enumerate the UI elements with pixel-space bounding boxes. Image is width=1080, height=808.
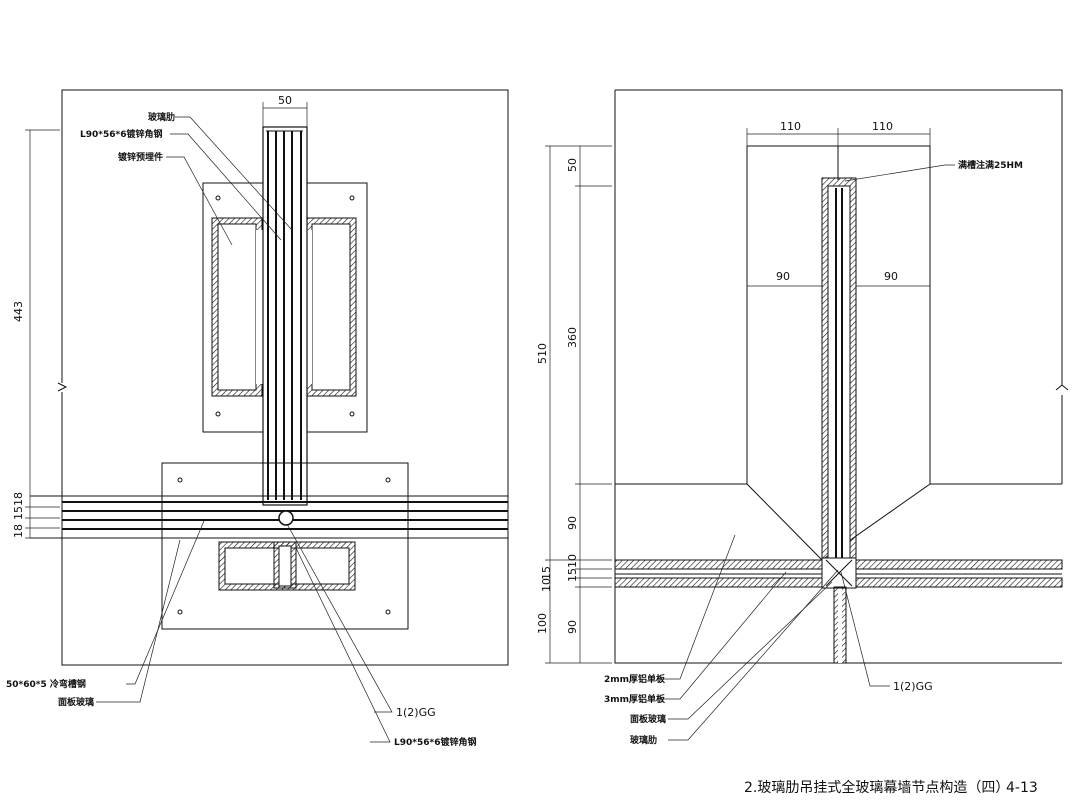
dim-100: 100 xyxy=(536,613,549,634)
dim-443-label: 443 xyxy=(12,301,25,322)
left-glass-fin xyxy=(262,126,308,506)
dim-50-label: 50 xyxy=(278,94,292,107)
dim-510: 510 xyxy=(536,343,549,364)
dim-left-vertical: 443 18 15 18 xyxy=(12,129,60,539)
right-glass-fin xyxy=(821,177,857,561)
dim-top-50: 50 xyxy=(262,94,308,127)
caption-title: 2.玻璃肋吊挂式全玻璃幕墙节点构造（四） xyxy=(744,779,1009,796)
right-face-layers xyxy=(614,557,1063,664)
left-frame xyxy=(61,89,509,666)
label-alu-3mm: 3mm厚铝单板 xyxy=(604,693,666,705)
label-face-glass-left: 面板玻璃 xyxy=(58,696,94,708)
left-leaders xyxy=(96,116,393,743)
upper-right-bracket xyxy=(304,217,357,397)
label-glass-fin-right: 玻璃肋 xyxy=(630,734,657,746)
dim-50-right: 50 xyxy=(566,158,579,172)
dim-360: 360 xyxy=(566,327,579,348)
dim-10-lower: 10 xyxy=(540,578,553,592)
caption-page: 4-13 xyxy=(1006,780,1038,796)
left-detail: 50 xyxy=(6,89,509,748)
dim-mid-90: 90 90 xyxy=(747,270,930,287)
left-face-glass xyxy=(30,495,508,539)
dim-top-110: 110 110 xyxy=(746,120,931,146)
dim-15-label: 15 xyxy=(12,506,25,520)
dim-right-vertical: 50 360 510 90 15 10 15 10 100 90 xyxy=(536,145,612,664)
label-angle-steel-bottom: L90*56*6镀锌角钢 xyxy=(394,736,476,748)
label-angle-steel-top: L90*56*6镀锌角钢 xyxy=(80,128,162,140)
label-face-glass-right: 面板玻璃 xyxy=(630,713,666,725)
label-embedded-part: 镀锌预埋件 xyxy=(118,151,163,163)
label-glass-fin: 玻璃肋 xyxy=(148,111,175,123)
dim-15-lower: 15 xyxy=(566,568,579,582)
dim-110-left: 110 xyxy=(780,120,801,133)
label-sealant-left: 1(2)GG xyxy=(396,706,436,719)
dim-90-lower: 90 xyxy=(566,620,579,634)
right-frame xyxy=(614,89,1063,664)
dim-18b-label: 18 xyxy=(12,492,25,506)
lower-embedded-plate xyxy=(161,462,409,630)
dim-110-right: 110 xyxy=(872,120,893,133)
label-channel-steel: 50*60*5 冷弯槽钢 xyxy=(6,678,86,690)
dim-15-upper: 15 xyxy=(540,566,553,580)
dim-10-upper: 10 xyxy=(566,554,579,568)
upper-left-bracket xyxy=(211,217,264,397)
right-detail: 110 110 90 90 50 360 510 90 15 xyxy=(536,89,1069,746)
label-sealant-right: 1(2)GG xyxy=(893,680,933,693)
lower-channel xyxy=(218,541,356,591)
label-slot-fill: 满槽注满25HM xyxy=(958,159,1023,171)
dim-90-right: 90 xyxy=(884,270,898,283)
dim-90-upper: 90 xyxy=(566,516,579,530)
right-leaders xyxy=(660,164,955,741)
dim-18a-label: 18 xyxy=(12,524,25,538)
dim-90-left: 90 xyxy=(776,270,790,283)
label-alu-2mm: 2mm厚铝单板 xyxy=(604,673,666,685)
